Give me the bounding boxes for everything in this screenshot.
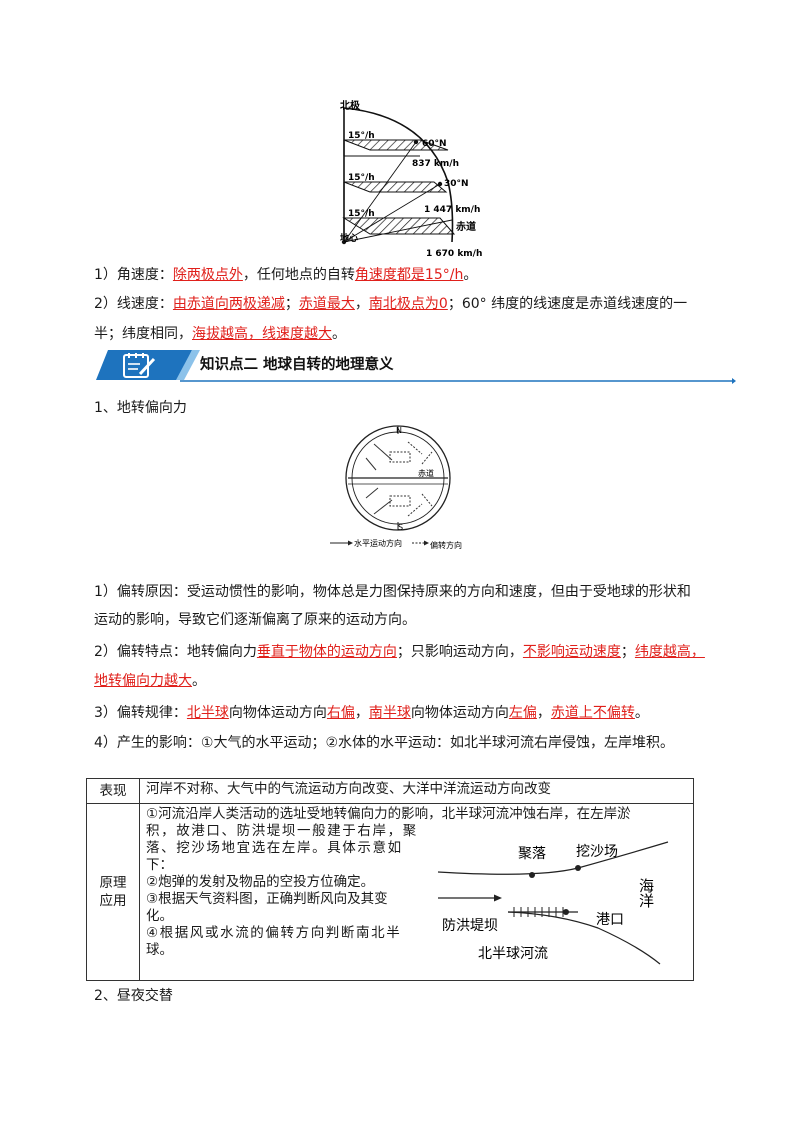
sandpit-label: 挖沙场 — [576, 844, 618, 860]
rate-label-equator: 15°/h — [348, 209, 375, 219]
north-pole-label: 北极 — [340, 99, 361, 112]
village-label: 聚落 — [518, 846, 546, 862]
row-label-application: 原理应用 — [86, 803, 140, 981]
feature-line-1: 2）偏转特点：地转偏向力垂直于物体的运动方向；只影响运动方向，不影响运动速度；纬… — [94, 644, 705, 660]
latitude-30-label: 30°N — [444, 179, 469, 189]
angular-velocity-line: 1）角速度：除两极点外，任何地点的自转角速度都是15°/h。 — [94, 267, 478, 283]
speed-30-label: 1 447 km/h — [424, 205, 480, 215]
speed-equator-label: 1 670 km/h — [426, 249, 482, 259]
linear-velocity-line: 2）线速度：由赤道向两极递减；赤道最大，南北极点为0；60° 纬度的线速度是赤道… — [94, 296, 688, 312]
row-text-application: ①河流沿岸人类活动的选址受地转偏向力的影响，北半球河流冲蚀右岸，在左岸淤 积，故… — [139, 803, 694, 981]
cause-line-1: 1）偏转原因：受运动惯性的影响，物体总是力图保持原来的方向和速度，但由于受地球的… — [94, 584, 691, 600]
coriolis-heading: 1、地转偏向力 — [94, 400, 187, 416]
day-night-heading: 2、昼夜交替 — [94, 988, 173, 1004]
port-label: 港口 — [596, 912, 624, 928]
river-bank-sketch: 聚落 挖沙场 海洋 防洪堤坝 港口 北半球河流 — [437, 841, 669, 965]
legend-horizontal-motion: 水平运动方向 — [354, 538, 402, 548]
rate-label-60: 15°/h — [348, 131, 375, 141]
speed-60-label: 837 km/h — [412, 159, 459, 169]
section-title: 知识点二 地球自转的地理意义 — [200, 355, 394, 373]
table-row: 表现 河岸不对称、大气中的气流运动方向改变、大洋中洋流运动方向改变 — [86, 778, 694, 804]
section-banner: 知识点二 地球自转的地理意义 — [96, 350, 736, 384]
row-text-manifestation: 河岸不对称、大气中的气流运动方向改变、大洋中洋流运动方向改变 — [139, 778, 694, 804]
earth-center-label: 地心 — [340, 232, 358, 244]
rate-label-30: 15°/h — [348, 173, 375, 183]
notepad-pencil-icon — [123, 353, 156, 378]
equator-label: 赤道 — [456, 220, 476, 233]
coriolis-diagram: N S 赤道 水平运动方向 偏转方向 — [330, 425, 462, 550]
rule-line: 3）偏转规律：北半球向物体运动方向右偏，南半球向物体运动方向左偏，赤道上不偏转。 — [94, 705, 649, 721]
feature-line-2: 地转偏向力越大。 — [94, 673, 206, 689]
application-table: 表现 河岸不对称、大气中的气流运动方向改变、大洋中洋流运动方向改变 原理应用 ①… — [86, 778, 694, 981]
dike-label: 防洪堤坝 — [442, 918, 498, 934]
linear-velocity-line-2: 半；纬度相同，海拔越高，线速度越大。 — [94, 326, 346, 342]
rotation-speed-diagram: 北极 15°/h 15°/h 15°/h 60°N 30°N 赤道 地心 837… — [340, 99, 482, 259]
impact-line: 4）产生的影响：①大气的水平运动；②水体的水平运动：如北半球河流右岸侵蚀，左岸堆… — [94, 735, 675, 751]
sea-label: 海洋 — [637, 878, 655, 908]
latitude-60-label: 60°N — [422, 139, 447, 149]
cause-line-2: 运动的影响，导致它们逐渐偏离了原来的运动方向。 — [94, 612, 416, 628]
row-label-manifestation: 表现 — [86, 778, 140, 804]
north-label: N — [396, 426, 402, 435]
south-label: S — [398, 523, 403, 532]
river-label: 北半球河流 — [478, 946, 548, 962]
legend-deflection: 偏转方向 — [430, 540, 462, 550]
equator-label-2: 赤道 — [418, 468, 434, 478]
table-row: 原理应用 ①河流沿岸人类活动的选址受地转偏向力的影响，北半球河流冲蚀右岸，在左岸… — [86, 803, 694, 981]
